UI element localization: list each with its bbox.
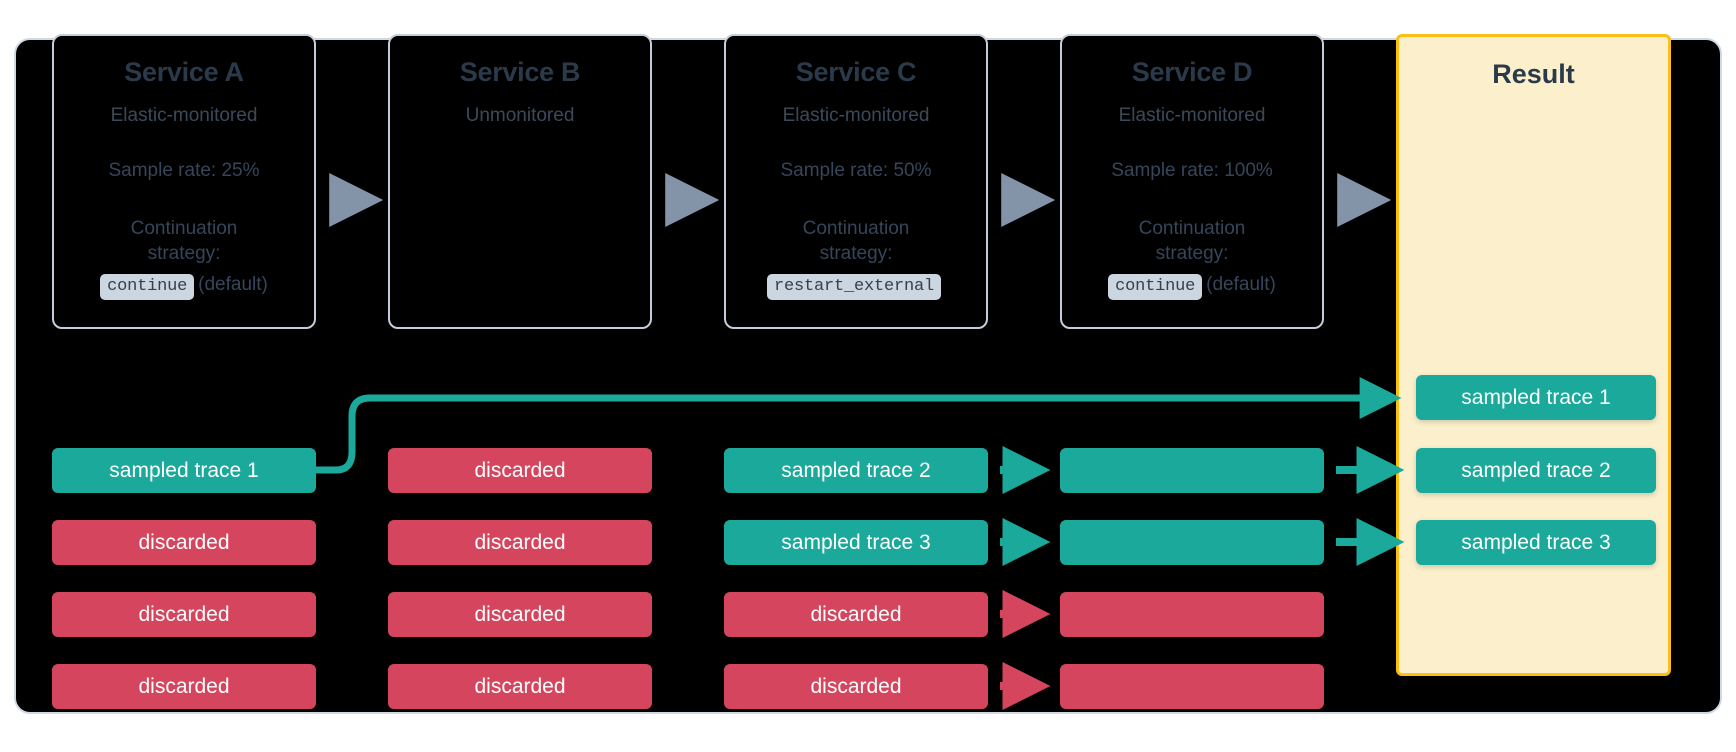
- trace-label: discarded: [138, 530, 230, 554]
- service-card-c: Service C Elastic-monitored Sample rate:…: [724, 34, 988, 329]
- trace-label: discarded: [138, 602, 230, 626]
- result-trace-3: sampled trace 3: [1416, 520, 1656, 565]
- service-title: Service A: [124, 57, 244, 87]
- trace-box-b-2: discarded: [388, 520, 652, 565]
- trace-box-d-2: [1060, 520, 1324, 565]
- trace-label: sampled trace 3: [781, 530, 931, 554]
- service-card-b: Service B Unmonitored: [388, 34, 652, 329]
- service-monitoring-status: Elastic-monitored: [782, 105, 930, 127]
- trace-box-c-1: sampled trace 2: [724, 448, 988, 493]
- service-monitoring-status: Unmonitored: [465, 105, 575, 127]
- strategy-label-line1: Continuation: [130, 217, 238, 239]
- trace-label: discarded: [474, 674, 566, 698]
- trace-label: discarded: [810, 602, 902, 626]
- service-sample-rate: Sample rate: 100%: [1111, 160, 1273, 182]
- strategy-label-line1: Continuation: [802, 217, 910, 239]
- strategy-value-chip: restart_external: [766, 273, 942, 300]
- trace-box-d-3: [1060, 592, 1324, 637]
- service-continuation-strategy: Continuation strategy: continue(default): [54, 216, 314, 300]
- result-trace-label: sampled trace 2: [1461, 458, 1611, 482]
- strategy-label-line2: strategy:: [1155, 242, 1229, 264]
- result-trace-1: sampled trace 1: [1416, 375, 1656, 420]
- trace-label: discarded: [474, 530, 566, 554]
- strategy-default-note: (default): [1206, 273, 1276, 295]
- strategy-label-line2: strategy:: [819, 242, 893, 264]
- trace-label: discarded: [138, 674, 230, 698]
- trace-label: discarded: [810, 674, 902, 698]
- result-trace-2: sampled trace 2: [1416, 448, 1656, 493]
- trace-box-d-4: [1060, 664, 1324, 709]
- trace-box-a-2: discarded: [52, 520, 316, 565]
- trace-label: discarded: [474, 458, 566, 482]
- trace-box-d-1: [1060, 448, 1324, 493]
- strategy-label-line2: strategy:: [147, 242, 221, 264]
- trace-label: discarded: [474, 602, 566, 626]
- service-continuation-strategy: Continuation strategy: continue(default): [1062, 216, 1322, 300]
- strategy-default-note: (default): [198, 273, 268, 295]
- result-title: Result: [1492, 59, 1575, 89]
- trace-label: sampled trace 1: [109, 458, 259, 482]
- service-sample-rate: Sample rate: 25%: [108, 160, 260, 182]
- trace-box-a-4: discarded: [52, 664, 316, 709]
- result-trace-label: sampled trace 1: [1461, 385, 1611, 409]
- strategy-value-chip: continue: [1108, 273, 1203, 300]
- service-card-a: Service A Elastic-monitored Sample rate:…: [52, 34, 316, 329]
- trace-box-b-4: discarded: [388, 664, 652, 709]
- trace-box-b-1: discarded: [388, 448, 652, 493]
- service-monitoring-status: Elastic-monitored: [1118, 105, 1266, 127]
- result-trace-label: sampled trace 3: [1461, 530, 1611, 554]
- trace-box-a-1: sampled trace 1: [52, 448, 316, 493]
- trace-box-a-3: discarded: [52, 592, 316, 637]
- service-sample-rate: Sample rate: 50%: [780, 160, 932, 182]
- service-title: Service C: [795, 57, 917, 87]
- service-card-d: Service D Elastic-monitored Sample rate:…: [1060, 34, 1324, 329]
- service-continuation-strategy: Continuation strategy: restart_external: [726, 216, 986, 300]
- service-title: Service B: [459, 57, 581, 87]
- service-monitoring-status: Elastic-monitored: [110, 105, 258, 127]
- service-title: Service D: [1131, 57, 1253, 87]
- trace-box-b-3: discarded: [388, 592, 652, 637]
- trace-box-c-2: sampled trace 3: [724, 520, 988, 565]
- strategy-label-line1: Continuation: [1138, 217, 1246, 239]
- trace-label: sampled trace 2: [781, 458, 931, 482]
- trace-box-c-3: discarded: [724, 592, 988, 637]
- strategy-value-chip: continue: [100, 273, 195, 300]
- trace-box-c-4: discarded: [724, 664, 988, 709]
- result-panel: Result: [1396, 34, 1671, 676]
